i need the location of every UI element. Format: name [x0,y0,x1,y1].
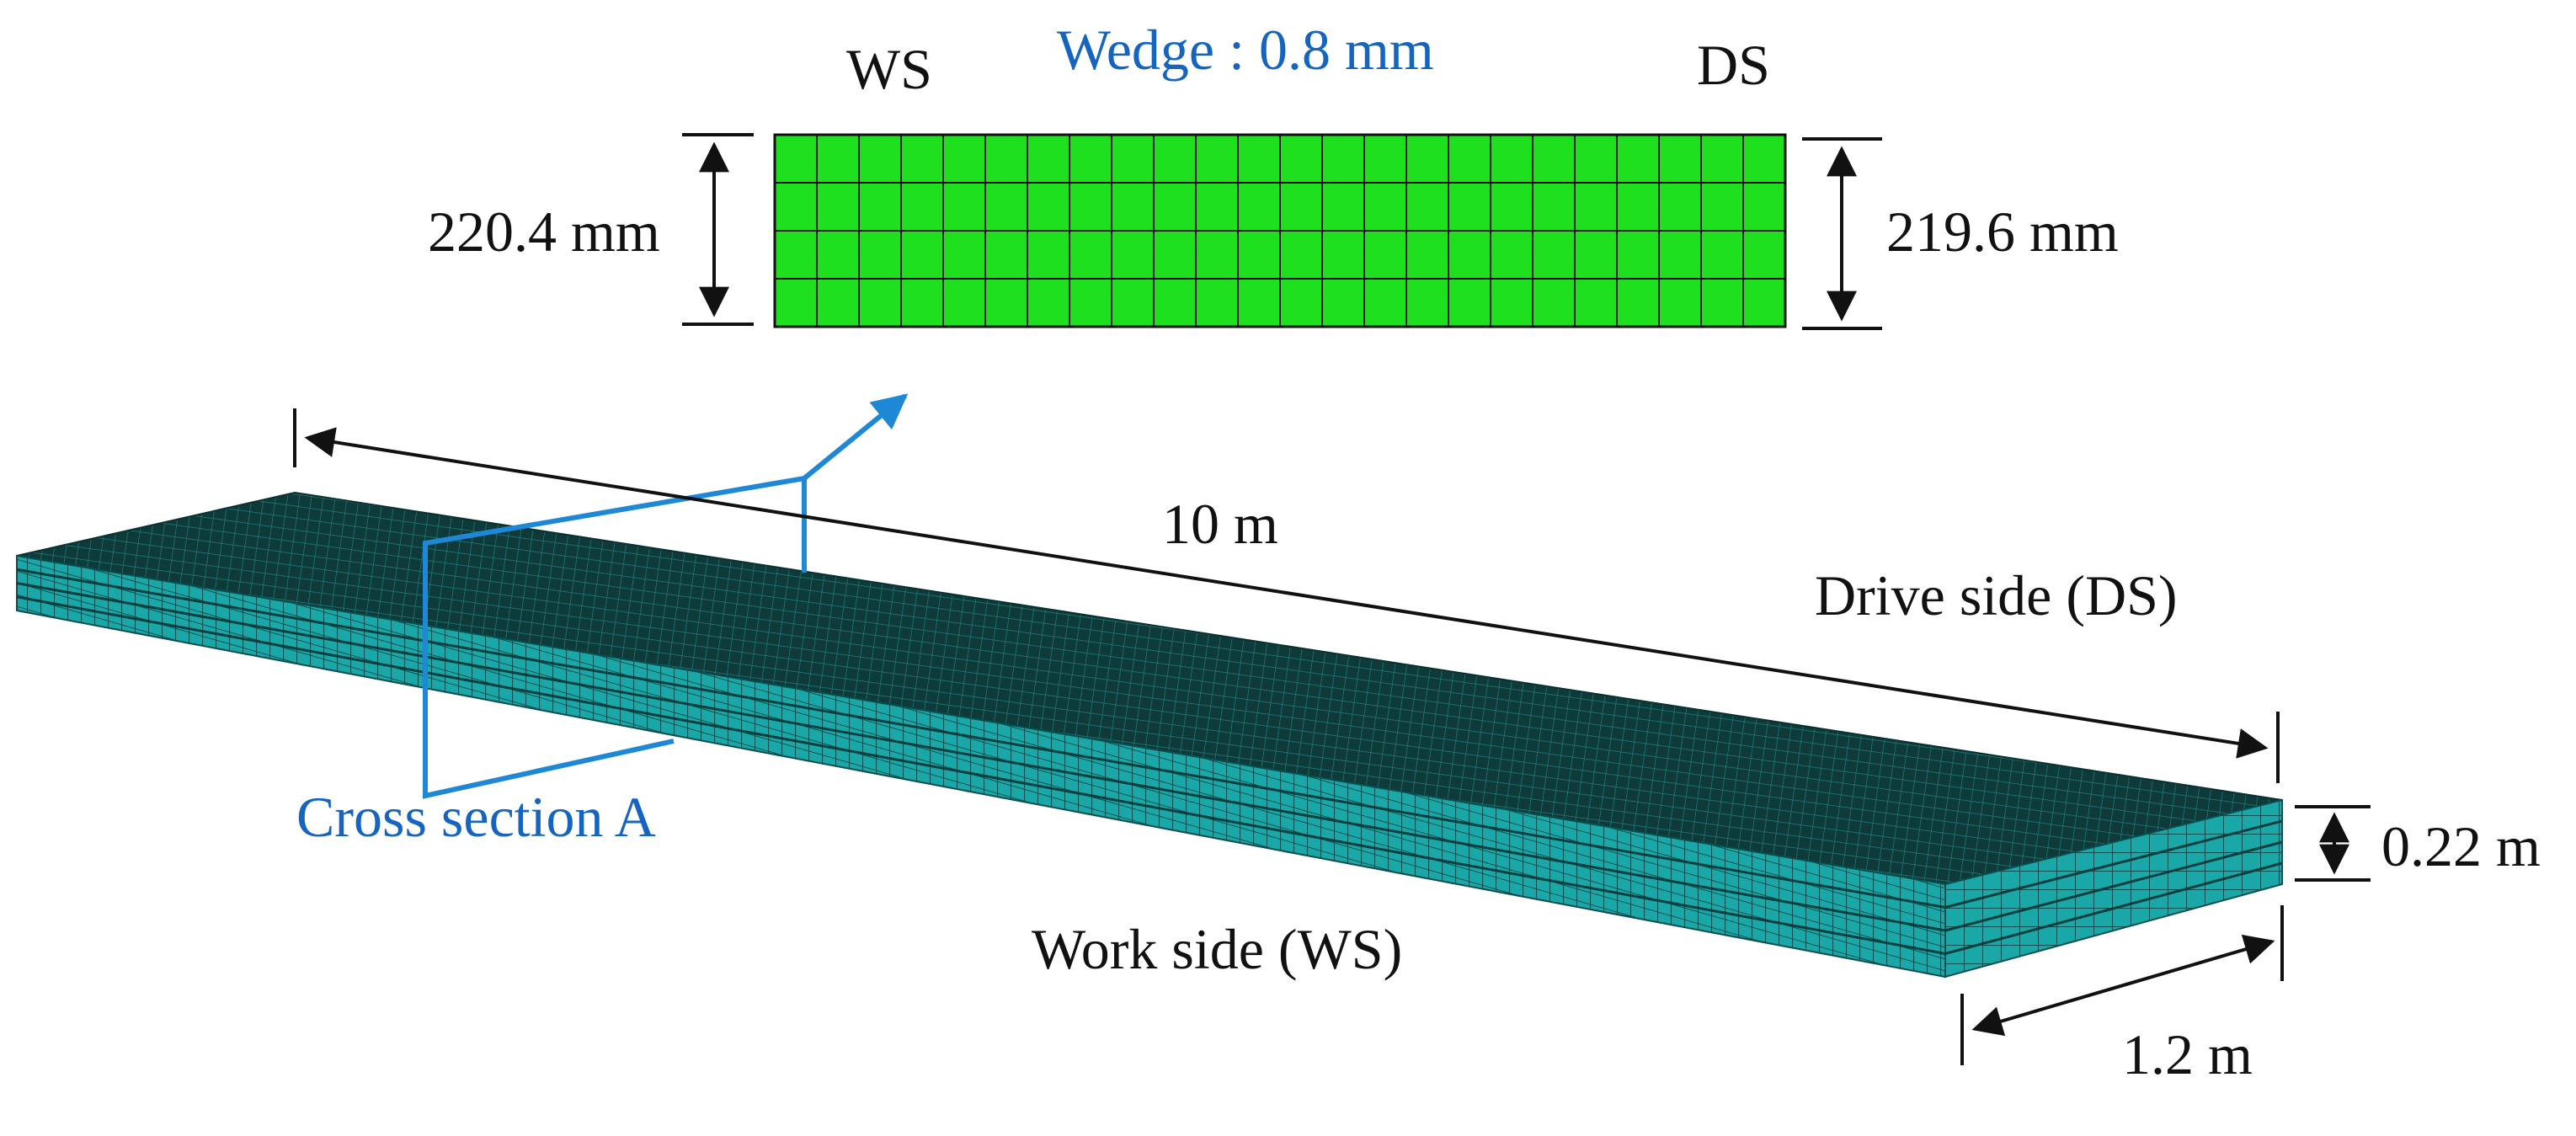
right-height-dimension [1802,137,1882,330]
right-height-label: 219.6 mm [1886,200,2119,264]
thickness-label: 0.22 m [2381,814,2541,878]
slab-end-layer-line [1944,840,2283,932]
ws-label: WS [846,37,932,101]
length-dimension [293,408,2280,783]
left-height-dimension [682,133,754,326]
width-dimension [1960,905,2284,1065]
width-label: 1.2 m [2122,1022,2253,1086]
cross-section-label: Cross section A [296,785,656,849]
slab-end-face [1944,798,2283,979]
thickness-dimension [2295,805,2371,882]
length-label: 10 m [1162,492,1278,556]
left-height-label: 220.4 mm [428,200,660,264]
cross-section-grid [775,135,1785,327]
drive-side-label: Drive side (DS) [1815,563,2178,627]
ds-label: DS [1697,33,1770,97]
work-side-label: Work side (WS) [1032,917,1402,981]
cross-section-mesh [773,133,1787,328]
slab-end-layer-line [1944,819,2283,909]
wedge-label: Wedge : 0.8 mm [1057,18,1434,82]
